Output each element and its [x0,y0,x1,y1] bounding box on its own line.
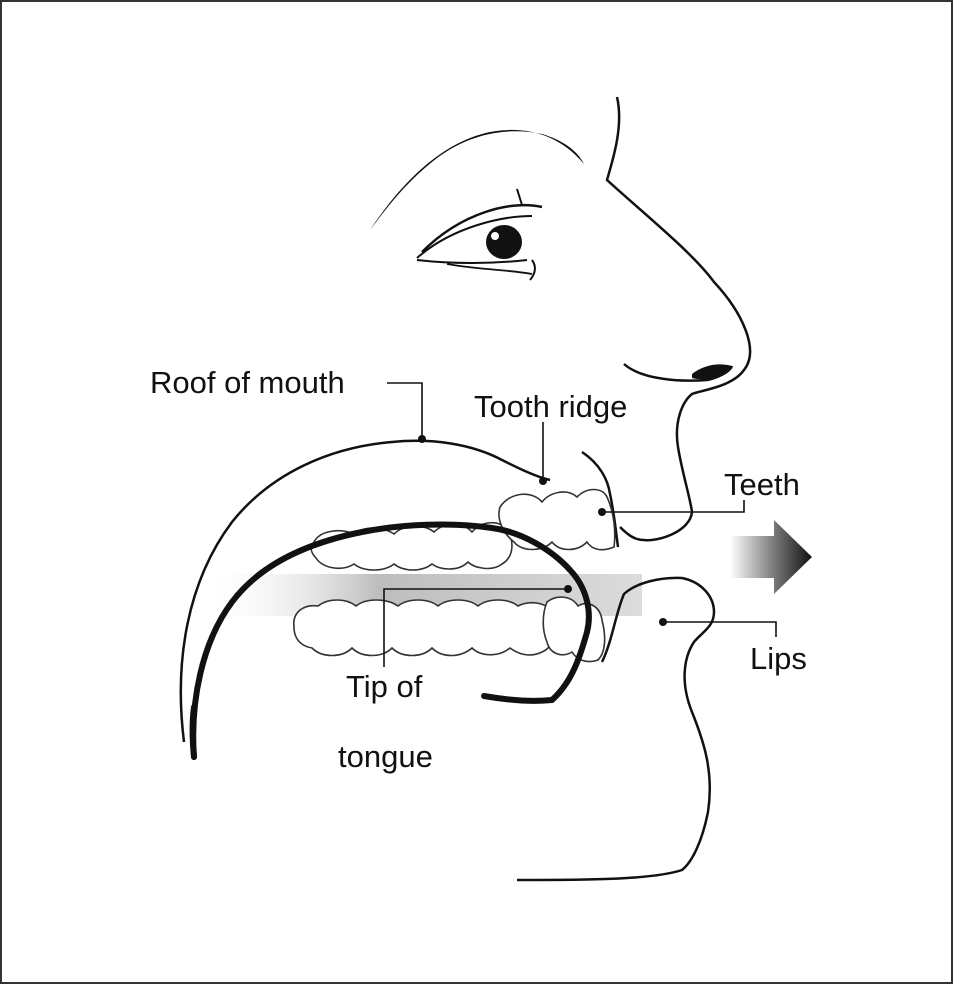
lower-teeth [294,597,605,662]
teeth-leader-line [602,500,744,512]
tooth-ridge-marker [539,477,547,485]
tongue-tip-marker [564,585,572,593]
label-roof-of-mouth: Roof of mouth [150,366,345,400]
roof-leader-line [387,383,422,438]
label-teeth: Teeth [724,468,800,502]
lips-leader-line [663,622,776,637]
label-tip-of-tongue-line1: Tip of [346,670,422,704]
label-tooth-ridge: Tooth ridge [474,390,627,424]
arrow-right-icon [730,520,812,594]
teeth-marker [598,508,606,516]
label-lips: Lips [750,642,807,676]
lips-marker [659,618,667,626]
nostril [692,364,732,379]
upper-teeth [311,490,615,571]
label-tip-of-tongue-line2: tongue [338,740,433,774]
eye [417,189,542,280]
roof-marker [418,435,426,443]
